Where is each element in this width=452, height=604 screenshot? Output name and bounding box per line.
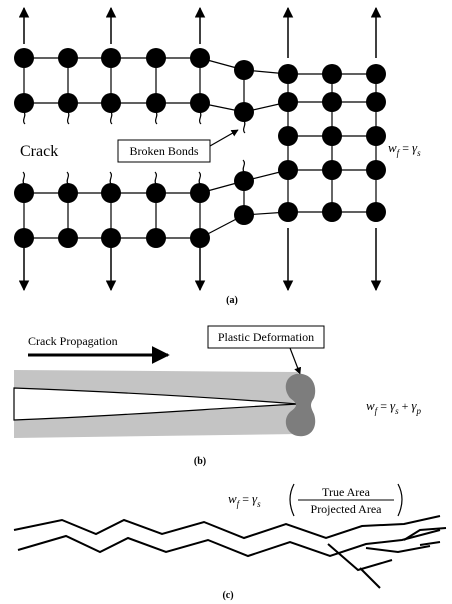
atom bbox=[58, 48, 78, 68]
atom bbox=[234, 205, 254, 225]
atom bbox=[190, 183, 210, 203]
atom bbox=[322, 92, 342, 112]
atom bbox=[366, 160, 386, 180]
atom bbox=[322, 64, 342, 84]
atom bbox=[278, 92, 298, 112]
panel-a: Crack Broken Bonds wf = γs (a) bbox=[14, 6, 421, 306]
crack-propagation-label: Crack Propagation bbox=[28, 334, 118, 348]
atom bbox=[366, 202, 386, 222]
atom bbox=[366, 92, 386, 112]
atom bbox=[101, 48, 121, 68]
top-load-arrows bbox=[18, 6, 382, 58]
atom bbox=[58, 228, 78, 248]
numerator-label: True Area bbox=[322, 485, 371, 499]
atom bbox=[58, 93, 78, 113]
plastic-deformation-label: Plastic Deformation bbox=[218, 330, 314, 344]
broken-bonds-pointer bbox=[209, 129, 239, 147]
caption-a: (a) bbox=[226, 295, 238, 306]
atom bbox=[366, 126, 386, 146]
panel-c: wf = γs True Area Projected Area (c) bbox=[13, 483, 447, 601]
true-area-equation: wf = γs bbox=[228, 491, 261, 509]
atom bbox=[14, 228, 34, 248]
atom bbox=[322, 126, 342, 146]
atom bbox=[322, 160, 342, 180]
crack-label: Crack bbox=[20, 143, 58, 160]
atom bbox=[278, 64, 298, 84]
atom bbox=[146, 93, 166, 113]
plastic-deformation-callout-box bbox=[207, 325, 325, 349]
surface-energy-equation: wf = γs bbox=[388, 140, 421, 158]
atom bbox=[146, 228, 166, 248]
plastic-zone bbox=[285, 373, 316, 437]
atom bbox=[234, 60, 254, 80]
atom bbox=[101, 183, 121, 203]
atoms bbox=[14, 48, 386, 248]
atom bbox=[58, 183, 78, 203]
atom bbox=[146, 183, 166, 203]
atom bbox=[14, 48, 34, 68]
atom bbox=[278, 160, 298, 180]
broken-bonds-callout-box bbox=[117, 139, 211, 163]
caption-b: (b) bbox=[194, 456, 206, 467]
denominator-label: Projected Area bbox=[311, 502, 383, 516]
bottom-load-arrows bbox=[18, 228, 382, 292]
broken-bond-stubs bbox=[22, 111, 246, 185]
atom bbox=[14, 183, 34, 203]
atom bbox=[322, 202, 342, 222]
atom bbox=[278, 202, 298, 222]
right-paren bbox=[397, 483, 403, 517]
broken-bonds-label: Broken Bonds bbox=[130, 144, 199, 158]
plastic-deformation-pointer bbox=[289, 347, 302, 375]
atom bbox=[366, 64, 386, 84]
atom bbox=[101, 93, 121, 113]
atom bbox=[234, 102, 254, 122]
plastic-energy-equation: wf = γs + γp bbox=[366, 398, 422, 416]
left-paren bbox=[289, 483, 295, 517]
branched-crack bbox=[13, 515, 447, 589]
atom bbox=[146, 48, 166, 68]
caption-c: (c) bbox=[222, 590, 233, 601]
atom bbox=[14, 93, 34, 113]
atom bbox=[190, 48, 210, 68]
atom bbox=[278, 126, 298, 146]
atom bbox=[101, 228, 121, 248]
panel-b: Crack Propagation Plastic Deformation wf… bbox=[13, 325, 422, 467]
atom bbox=[190, 93, 210, 113]
atom bbox=[234, 171, 254, 191]
atom bbox=[190, 228, 210, 248]
